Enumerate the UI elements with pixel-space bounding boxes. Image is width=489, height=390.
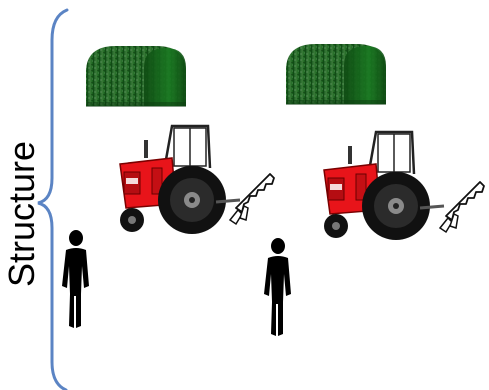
- greenhouse-icon: [286, 44, 386, 105]
- greenhouse-icon: [86, 46, 186, 107]
- tractor-icon: [324, 132, 444, 240]
- person-icon: [264, 238, 291, 336]
- left-brace: [38, 10, 67, 390]
- plough-icon: [440, 182, 484, 232]
- tractor-icon: [120, 126, 240, 234]
- person-icon: [62, 230, 89, 328]
- structure-label: Structure: [1, 141, 42, 287]
